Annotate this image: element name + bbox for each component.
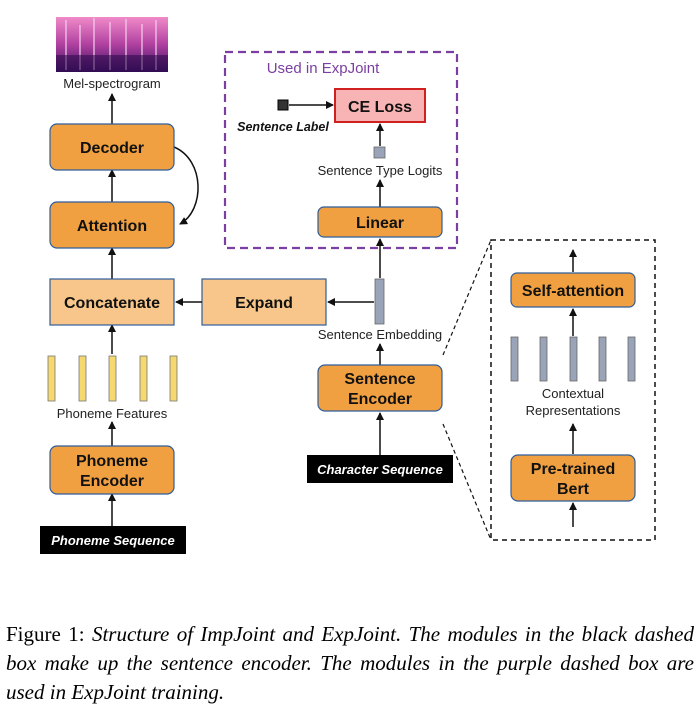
sentence-encoder-label-1: Sentence bbox=[344, 371, 415, 388]
phoneme-feature-bar bbox=[139, 355, 148, 402]
linear-label: Linear bbox=[356, 215, 404, 232]
used-in-expjoint-label: Used in ExpJoint bbox=[267, 60, 380, 77]
sentence-label-text: Sentence Label bbox=[237, 120, 329, 134]
concatenate-box bbox=[49, 278, 175, 326]
sentence-encoder-label-2: Encoder bbox=[348, 391, 412, 408]
decoder-box bbox=[49, 123, 175, 171]
expand-label: Expand bbox=[235, 295, 293, 312]
character-sequence-label: Character Sequence bbox=[317, 462, 443, 477]
expjoint-dashed-box bbox=[223, 50, 459, 250]
character-sequence-box bbox=[307, 455, 453, 483]
sentence-type-logits-label: Sentence Type Logits bbox=[318, 163, 443, 178]
sentence-label-square bbox=[277, 99, 289, 111]
phoneme-sequence-box bbox=[40, 526, 186, 554]
phoneme-feature-bar bbox=[47, 355, 56, 402]
phoneme-feature-bar bbox=[108, 355, 117, 402]
context-vector bbox=[627, 336, 636, 382]
figure-caption: Figure 1: Structure of ImpJoint and ExpJ… bbox=[6, 620, 694, 707]
ce-loss-label: CE Loss bbox=[348, 99, 412, 116]
linear-box bbox=[317, 206, 443, 238]
phoneme-feature-bar bbox=[78, 355, 87, 402]
contextual-representation-vectors bbox=[510, 336, 636, 382]
pretrained-bert-label-1: Pre-trained bbox=[531, 461, 615, 478]
caption-text: Structure of ImpJoint and ExpJoint. The … bbox=[6, 622, 695, 704]
context-vector bbox=[539, 336, 548, 382]
expand-box bbox=[201, 278, 327, 326]
phoneme-sequence-label: Phoneme Sequence bbox=[51, 533, 175, 548]
phoneme-encoder-label-2: Encoder bbox=[80, 473, 144, 490]
context-vector bbox=[510, 336, 519, 382]
ce-loss-box bbox=[334, 88, 426, 123]
context-vector bbox=[569, 336, 578, 382]
phoneme-encoder-label-1: Phoneme bbox=[76, 453, 148, 470]
figure-number: Figure 1: bbox=[6, 622, 85, 646]
pretrained-bert-box bbox=[510, 454, 636, 502]
context-vector bbox=[598, 336, 607, 382]
phoneme-feature-vectors bbox=[47, 355, 178, 402]
contextual-representations-label-2: Representations bbox=[526, 403, 621, 418]
phoneme-encoder-box bbox=[49, 445, 175, 495]
mel-spectrogram-label: Mel-spectrogram bbox=[63, 76, 161, 91]
self-attention-label: Self-attention bbox=[522, 283, 624, 300]
sentence-embedding-label: Sentence Embedding bbox=[318, 327, 442, 342]
contextual-representations-label-1: Contextual bbox=[542, 386, 604, 401]
mel-spectrogram-image bbox=[56, 17, 168, 72]
sentence-encoder-detail-box bbox=[490, 239, 656, 541]
phoneme-feature-bar bbox=[169, 355, 178, 402]
pretrained-bert-label-2: Bert bbox=[557, 481, 590, 498]
self-attention-box bbox=[510, 272, 636, 308]
attention-label: Attention bbox=[77, 218, 147, 235]
architecture-diagram: Mel-spectrogram Decoder Attention Concat… bbox=[40, 17, 656, 554]
sentence-embedding-vector bbox=[374, 278, 385, 325]
phoneme-features-label: Phoneme Features bbox=[57, 406, 168, 421]
attention-box bbox=[49, 201, 175, 249]
decoder-label: Decoder bbox=[80, 140, 144, 157]
logits-square bbox=[373, 146, 386, 159]
sentence-encoder-box bbox=[317, 364, 443, 412]
concatenate-label: Concatenate bbox=[64, 295, 160, 312]
